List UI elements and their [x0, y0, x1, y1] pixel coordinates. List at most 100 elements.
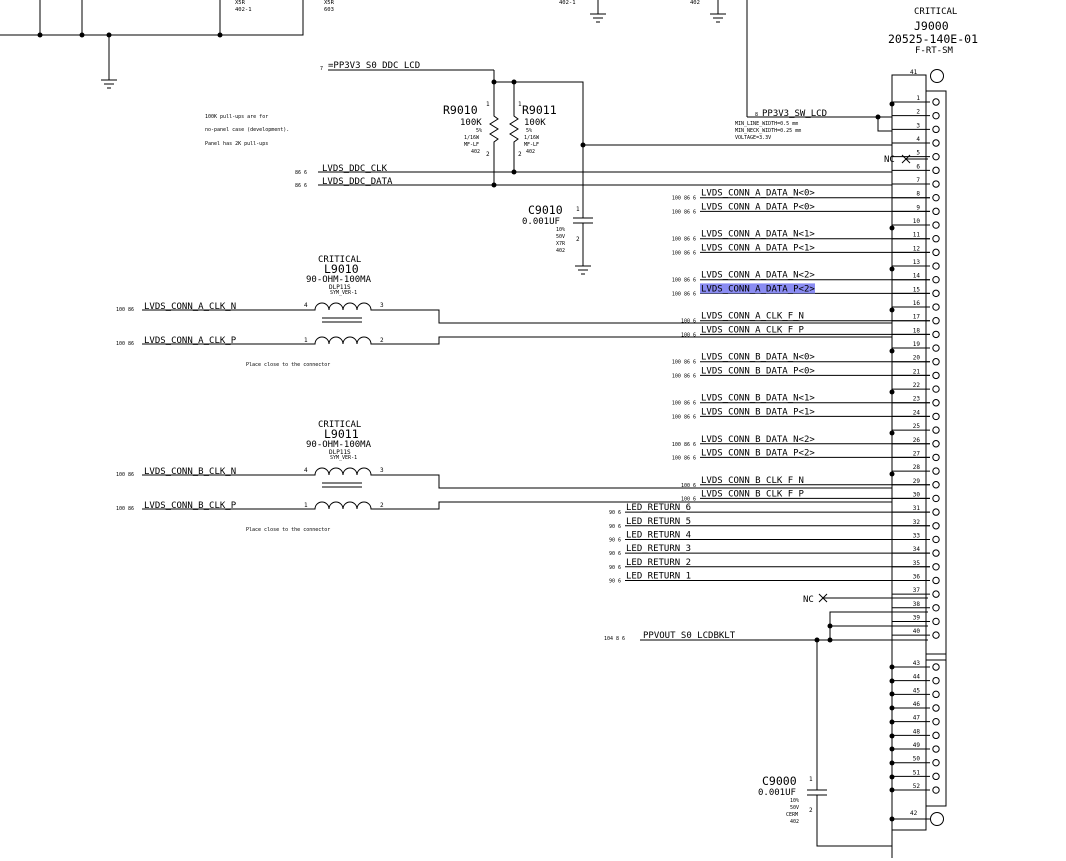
pin-number: 35: [913, 560, 921, 567]
net-label[interactable]: LVDS_CONN_B_CLK_F_N: [701, 476, 804, 486]
net-label[interactable]: LVDS_CONN_B_DATA_N<1>: [701, 394, 815, 404]
nc-label: NC: [803, 595, 814, 605]
pin-number: 50: [913, 756, 921, 763]
pin-number: 4: [916, 136, 920, 143]
net-label-clk-a-p[interactable]: LVDS_CONN_A_CLK_P: [144, 336, 237, 346]
component-spec: 5%: [476, 128, 482, 134]
net-label-clk-a-n[interactable]: LVDS_CONN_A_CLK_N: [144, 302, 236, 312]
pin-number: 23: [913, 396, 921, 403]
ground-junctions: [889, 101, 930, 840]
pin-number: 9: [916, 204, 920, 211]
component-ref: L9010: [324, 262, 359, 276]
net-label[interactable]: LED_RETURN_2: [626, 558, 691, 568]
component-spec: 50V: [556, 234, 565, 240]
component-sym: SYM_VER-1: [330, 455, 357, 461]
net-label[interactable]: LED_RETURN_5: [626, 517, 691, 527]
pin-number: 1: [304, 337, 308, 344]
pin-number: 16: [913, 300, 921, 307]
net-label[interactable]: LED_RETURN_1: [626, 571, 691, 581]
component-spec: MF-LF: [464, 142, 479, 148]
capacitor-c9000[interactable]: C9000 1 0.001UF 10% 50V CERM 402 2: [758, 774, 892, 847]
net-label[interactable]: LVDS_CONN_B_DATA_P<0>: [701, 366, 815, 376]
common-mode-choke-l9011[interactable]: CRITICAL L9011 90-OHM-100MA DLP11S SYM_V…: [304, 420, 384, 510]
resistor-r9011[interactable]: 1 R9011 100K 5% 1/16W MF-LF 402 2: [509, 101, 557, 158]
pin-number: 8: [916, 191, 920, 198]
pin-number: 3: [380, 467, 384, 474]
net-label[interactable]: LVDS_CONN_A_DATA_N<0>: [701, 189, 815, 199]
page-ref: 100 86 6: [672, 455, 696, 461]
rail-constraint: VOLTAGE=3.3V: [735, 135, 771, 141]
net-label[interactable]: LVDS_CONN_A_DATA_P<0>: [701, 202, 815, 212]
net-label[interactable]: LVDS_CONN_B_DATA_P<2>: [701, 448, 815, 458]
cap-spec: 603: [324, 7, 334, 13]
critical-label: CRITICAL: [318, 255, 361, 265]
page-ref: 86 6: [295, 183, 307, 189]
component-package: F-RT-SM: [915, 46, 954, 56]
page-ref: 100 86: [116, 307, 134, 313]
component-spec: 50V: [790, 805, 799, 811]
net-label-selected: LVDS_CONN_A_DATA_P: [701, 284, 799, 294]
capacitor-c9010[interactable]: C9010 1 0.001UF 10% 50V X7R 402 2: [522, 203, 593, 275]
page-ref: 100 86: [116, 341, 134, 347]
cap-spec: 402: [690, 0, 700, 6]
net-label[interactable]: LVDS_CONN_A_DATA_P<2>: [701, 284, 815, 294]
nc-pin37: NC: [803, 593, 928, 605]
net-label-ddc-clk[interactable]: LVDS_DDC_CLK: [322, 164, 388, 174]
page-ref: 100 86 6: [672, 237, 696, 243]
net-label[interactable]: LVDS_CONN_A_DATA_P<1>: [701, 243, 815, 253]
net-label[interactable]: LVDS_CONN_A_DATA_N<1>: [701, 230, 815, 240]
pin-number: 34: [913, 546, 921, 553]
net-label[interactable]: LVDS_CONN_A_CLK_F_P: [701, 325, 805, 335]
net-label[interactable]: LVDS_CONN_B_DATA_P<1>: [701, 407, 815, 417]
page-ref: 90 6: [609, 578, 621, 584]
pin-number: 3: [380, 302, 384, 309]
net-label-sw-rail[interactable]: PP3V3_SW_LCD: [762, 109, 827, 119]
net-label[interactable]: LED_RETURN_3: [626, 544, 691, 554]
net-label-ddc-data[interactable]: LVDS_DDC_DATA: [322, 177, 393, 187]
pin-number: 11: [913, 232, 921, 239]
pin-number: 2: [576, 236, 580, 243]
common-mode-choke-l9010[interactable]: CRITICAL L9010 90-OHM-100MA DLP11S SYM_V…: [304, 255, 384, 345]
component-spec: 5%: [526, 128, 532, 134]
net-label[interactable]: LVDS_CONN_A_CLK_F_N: [701, 312, 804, 322]
component-part: 20525-140E-01: [888, 32, 978, 46]
net-label[interactable]: LVDS_CONN_B_DATA_N<0>: [701, 353, 815, 363]
component-value: 0.001UF: [522, 217, 560, 227]
ground-symbol: [575, 265, 591, 275]
net-label-clk-b-p[interactable]: LVDS_CONN_B_CLK_P: [144, 501, 237, 511]
net-label[interactable]: LVDS_CONN_B_DATA_N<2>: [701, 435, 815, 445]
pin-number: 2: [809, 807, 813, 814]
net-label[interactable]: LED_RETURN_4: [626, 530, 691, 540]
pin-number: 12: [913, 245, 921, 252]
component-spec: 10%: [790, 798, 799, 804]
net-label-ddc-rail[interactable]: =PP3V3_S0_DDC_LCD: [328, 61, 420, 71]
component-spec: CERM: [786, 812, 798, 818]
resistor-r9010[interactable]: R9010 1 100K 5% 1/16W MF-LF 402 2: [443, 101, 499, 158]
page-ref: 86 6: [295, 170, 307, 176]
pin-number: 41: [910, 69, 918, 76]
net-label[interactable]: LVDS_CONN_B_CLK_F_P: [701, 489, 805, 499]
component-ref: R9010: [443, 103, 478, 117]
page-ref: 100 86 6: [672, 196, 696, 202]
net-label[interactable]: LED_RETURN_6: [626, 503, 691, 513]
cap-spec: X5R: [235, 0, 246, 6]
component-spec: 402: [556, 248, 565, 254]
page-ref: 100 86 6: [672, 278, 696, 284]
net-label-backlight[interactable]: PPVOUT_S0_LCDBKLT: [643, 631, 736, 641]
connector-j9000[interactable]: CRITICAL J9000 20525-140E-01 F-RT-SM 123…: [888, 7, 978, 858]
net-label-clk-b-n[interactable]: LVDS_CONN_B_CLK_N: [144, 467, 236, 477]
page-ref: 100 86 6: [672, 442, 696, 448]
note-line: 100K pull-ups are for: [205, 114, 268, 120]
pin-number: 40: [913, 628, 921, 635]
pin-number: 2: [380, 502, 384, 509]
pin-number: 36: [913, 573, 921, 580]
pin-number: 30: [913, 491, 921, 498]
page-ref: 100 6: [681, 483, 696, 489]
page-ref: 8: [755, 112, 758, 118]
pin-number: 43: [913, 660, 921, 667]
component-spec: 1/16W: [524, 135, 540, 141]
net-label[interactable]: LVDS_CONN_A_DATA_N<2>: [701, 271, 815, 281]
pin-number: 24: [913, 409, 921, 416]
component-spec: 402: [790, 819, 799, 825]
